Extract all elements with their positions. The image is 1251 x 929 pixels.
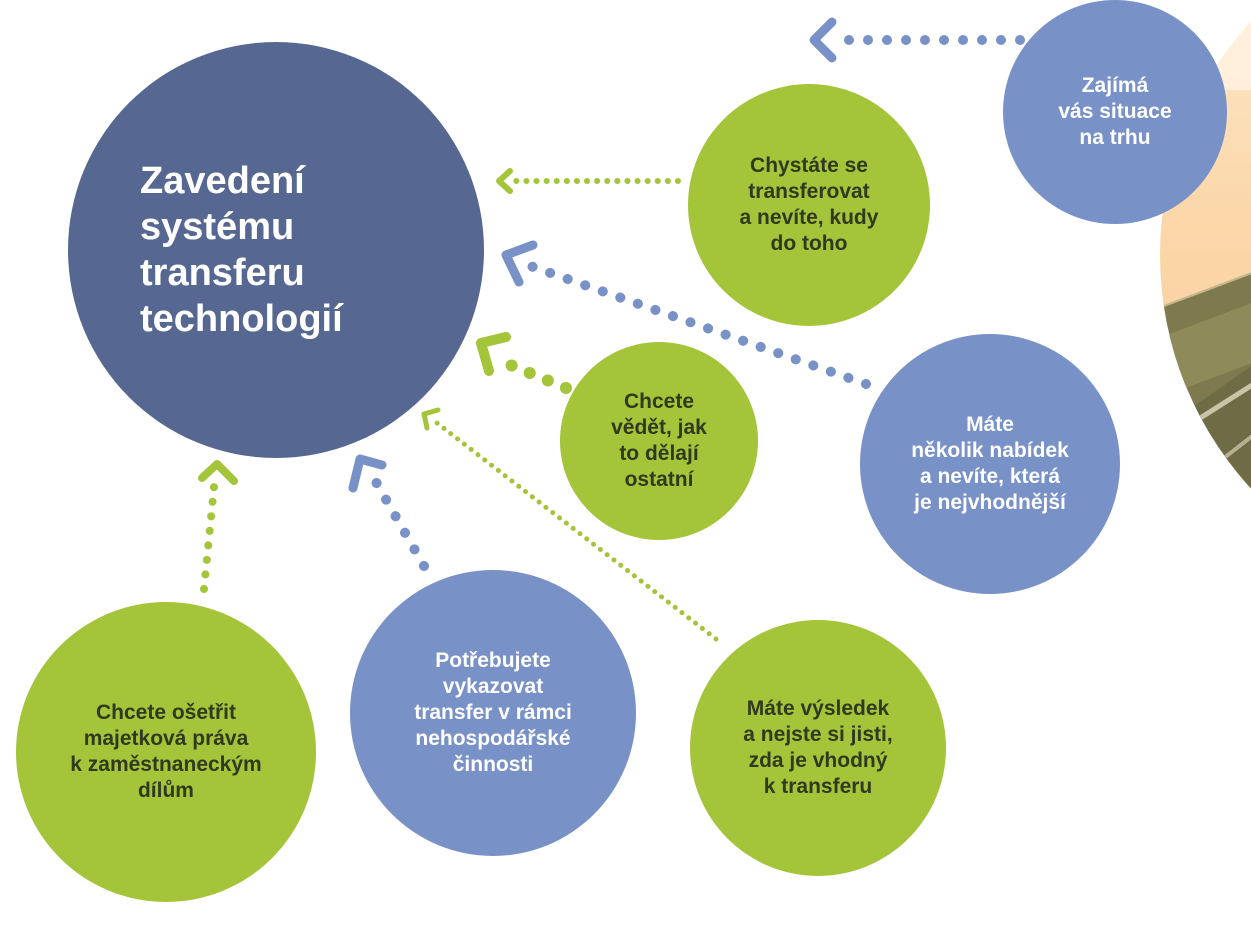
arrowhead-icon	[476, 332, 511, 376]
bubble-offers-label: Máte několik nabídek a nevíte, která je …	[911, 413, 1069, 514]
bubble-reporting-label: Potřebujete vykazovat transfer v rámci n…	[414, 649, 572, 776]
connector-reporting	[348, 454, 429, 571]
connector-market	[809, 17, 1025, 63]
arrowhead-icon	[501, 240, 538, 287]
bubble-transfer: Chystáte se transferovat a nevíte, kudy …	[688, 84, 930, 326]
bubble-transfer-label: Chystáte se transferovat a nevíte, kudy …	[739, 154, 879, 255]
connector-property	[198, 460, 238, 593]
arrowhead-icon	[198, 460, 238, 485]
arrowhead-icon	[809, 17, 837, 63]
bubble-market-label: Zajímá vás situace na trhu	[1058, 74, 1172, 149]
bubble-result: Máte výsledek a nejste si jisti, zda je …	[690, 620, 946, 876]
bubble-others-label: Chcete vědět, jak to dělají ostatní	[611, 390, 707, 491]
connector-others	[476, 332, 572, 394]
main-topic-circle: Zavedení systému transferu technologií	[68, 42, 484, 458]
connector-result	[421, 407, 719, 642]
bubble-result-label: Máte výsledek a nejste si jisti, zda je …	[743, 697, 893, 798]
connector-transfer	[496, 168, 681, 194]
connector-offers	[501, 240, 871, 389]
main-topic-label: Zavedení systému transferu technologií	[140, 160, 343, 340]
bubble-others: Chcete vědět, jak to dělají ostatní	[560, 342, 758, 540]
bubble-offers: Máte několik nabídek a nevíte, která je …	[860, 334, 1120, 594]
bubble-property: Chcete ošetřit majetková práva k zaměstn…	[16, 602, 316, 902]
arrowhead-icon	[348, 454, 387, 493]
arrowhead-icon	[421, 407, 441, 431]
bubble-reporting: Potřebujete vykazovat transfer v rámci n…	[350, 570, 636, 856]
bubble-property-label: Chcete ošetřit majetková práva k zaměstn…	[70, 701, 262, 802]
bubble-market: Zajímá vás situace na trhu	[1003, 0, 1227, 224]
arrowhead-icon	[496, 168, 513, 194]
